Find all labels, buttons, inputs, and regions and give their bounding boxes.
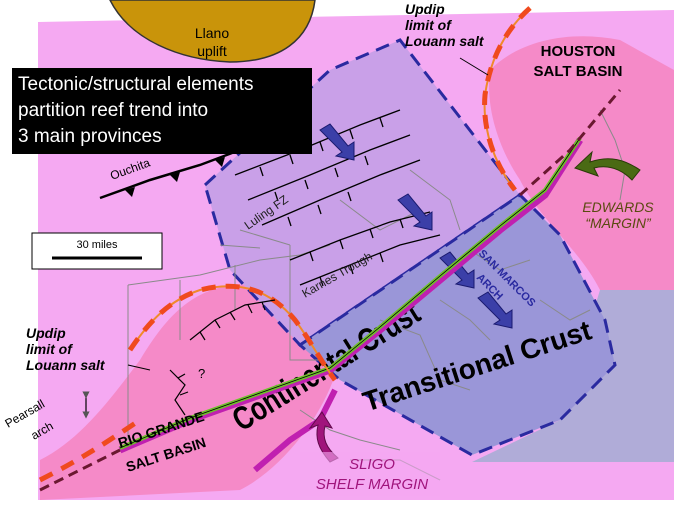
updip-salt-limit-lower [38,417,142,483]
sligo-arrow [308,411,339,463]
arrow-4 [477,291,513,329]
houston-line1: HOUSTON [541,43,616,60]
thrust-tooth-2 [170,172,180,182]
updip-top-line1: Updip [405,1,445,17]
llano-uplift [109,0,316,63]
scale-box [31,232,163,270]
sligo-rio-grande-segment [253,388,338,473]
updip-left-leader [127,364,151,371]
updip-left-line1: Updip [26,325,66,341]
updip-top-leader [459,57,489,76]
sligo-label-box [300,452,440,496]
uplift-label: uplift [197,43,227,59]
karnes-trough [289,211,441,287]
scale-label: 30 miles [77,239,118,251]
sligo-line2: SHELF MARGIN [316,476,428,493]
updip-salt-limit-houston-dash [482,6,532,192]
transitional-crust-area [297,193,617,457]
title-line-2: partition reef trend into [18,100,209,121]
title-line-3: 3 main provinces [18,126,162,147]
arrow-2 [397,193,433,231]
title-box: Tectonic/structural elements partition r… [12,68,312,154]
shelf-margins [118,136,583,473]
houston-line2: SALT BASIN [534,63,623,80]
thrust-tooth-3 [215,157,225,167]
question-mark: ? [198,366,205,381]
edwards-arrow [574,150,641,181]
edwards-line1: EDWARDS [582,199,654,215]
arrow-1 [319,123,355,161]
updip-left-line3: Louann salt [26,357,106,373]
rio-grande-faults [169,299,276,416]
thrust-tooth-1 [125,187,135,197]
lower-right-region [472,280,674,462]
updip-top-line3: Louann salt [405,33,485,49]
edwards-line2: “MARGIN” [585,215,652,231]
houston-trend-line [518,89,622,197]
llano-label: Llano [195,25,229,41]
updip-salt-limit-rio-grande-dash [127,283,338,382]
sligo-line1: SLIGO [349,456,395,473]
title-line-1: Tectonic/structural elements [18,74,254,95]
updip-left-line2: limit of [26,341,73,357]
updip-top-line2: limit of [405,17,452,33]
